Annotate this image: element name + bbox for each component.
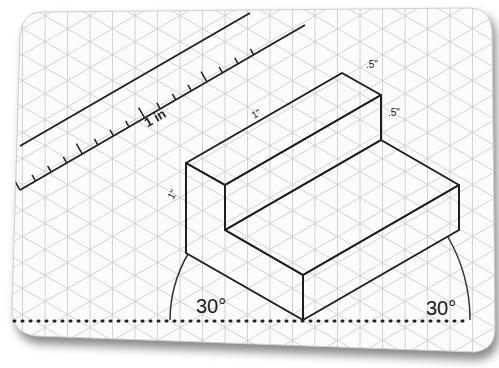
angle-label: 30° [426,298,456,318]
card [12,8,495,352]
dimension-label: .5" [366,60,378,70]
dimension-label: .5" [388,108,400,118]
angle-arcs [170,237,470,320]
step-block [186,73,459,320]
dotted-baseline [14,320,470,323]
angle-label: 30° [196,296,226,316]
